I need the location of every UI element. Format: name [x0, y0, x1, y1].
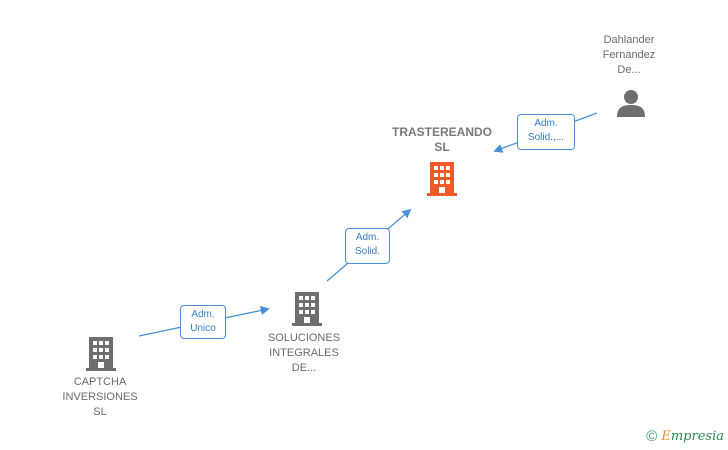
edge-label-line1: Adm. [191, 309, 215, 320]
copyright-icon: © [646, 428, 658, 445]
edge-label-line1: Adm. [355, 232, 380, 243]
edge-label-soluciones-main[interactable]: Adm. Solid. [345, 228, 390, 264]
node-label-person[interactable]: Dahlander Fernandez De... [602, 34, 656, 76]
edge-label-line2: Solid.,... [527, 132, 565, 143]
footer-brand: © Empresia [646, 428, 724, 445]
edge-label-line2: Unico [190, 323, 216, 334]
building-icon-captcha[interactable] [84, 335, 118, 371]
building-icon-soluciones[interactable] [290, 290, 324, 326]
edge-label-line1: Adm. [534, 118, 558, 129]
brand-logo-initial: E [661, 429, 671, 444]
brand-logo-rest: mpresia [670, 429, 724, 444]
brand-logo: Empresia [661, 429, 724, 444]
edge-label-line2: Solid. [354, 246, 380, 257]
building-icon-main[interactable] [425, 160, 459, 196]
node-label-main[interactable]: TRASTEREANDO SL [391, 125, 492, 154]
person-icon[interactable] [616, 88, 646, 118]
edge-label-person-main[interactable]: Adm. Solid.,... [517, 114, 575, 150]
node-label-captcha[interactable]: CAPTCHA INVERSIONES SL [62, 376, 138, 418]
edge-label-captcha-soluciones[interactable]: Adm. Unico [180, 305, 226, 339]
node-label-soluciones[interactable]: SOLUCIONES INTEGRALES DE... [267, 332, 341, 374]
